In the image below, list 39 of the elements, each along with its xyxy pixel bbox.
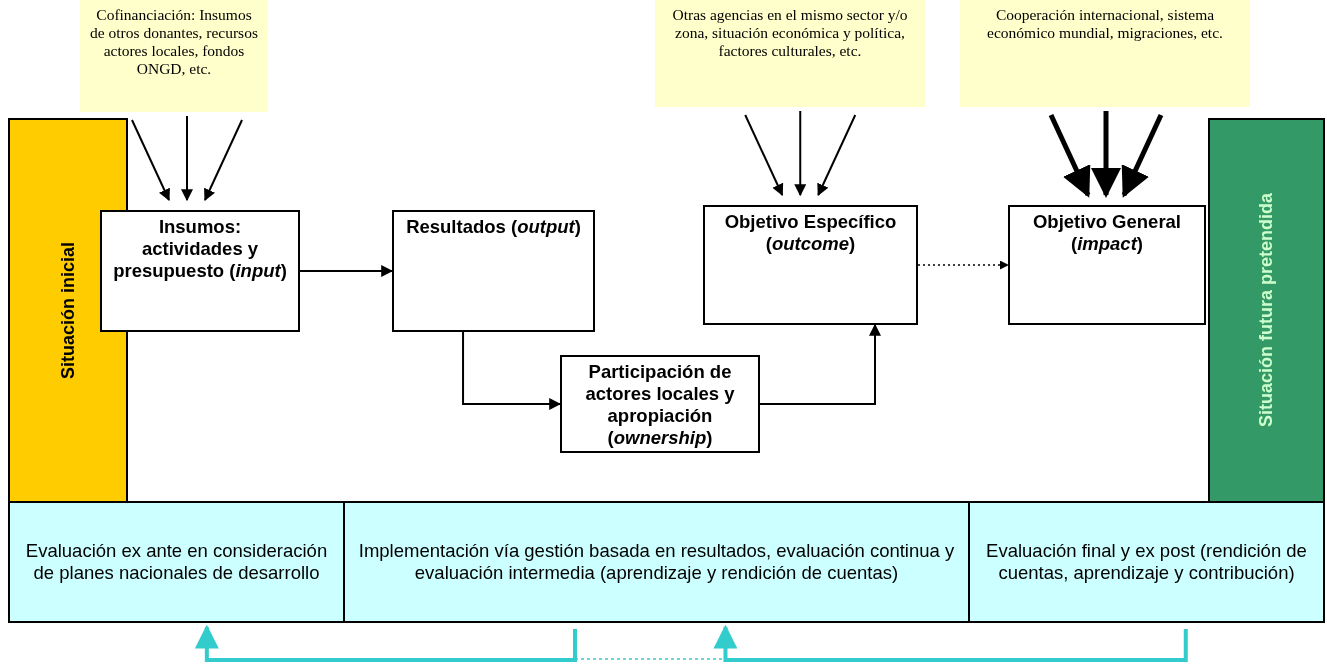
process-box: [392, 210, 595, 332]
arrow: [759, 323, 881, 405]
arrow: [462, 331, 562, 410]
phase-text: Evaluación ex ante en consideración de planes nacionales de desarrollo: [24, 540, 329, 584]
band-label: Situación inicial: [57, 242, 79, 379]
arrow: [181, 115, 193, 202]
box-label: Objetivo Específico (outcome): [723, 211, 898, 255]
phase-text: Evaluación final y ex post (rendición de cuentas, aprendizaje y contribución): [985, 540, 1308, 584]
note-box: [655, 0, 925, 107]
box-label: Objetivo General (impact): [1031, 211, 1182, 255]
arrow: [794, 110, 807, 197]
phase-text: Implementación vía gestión basada en resultados, evaluación continua y evaluación intermedia (aprendizaje y rendición de cuentas): [357, 540, 956, 584]
note-box: [80, 0, 268, 112]
arrow: [817, 114, 857, 197]
phase-panel: [8, 501, 345, 623]
arrow: [1121, 113, 1164, 198]
note-box: [960, 0, 1250, 107]
band-label: Situación futura pretendida: [1256, 193, 1277, 428]
arrow: [204, 119, 243, 202]
arrow: [713, 624, 1188, 662]
arrow: [299, 265, 394, 277]
process-box: [100, 210, 300, 332]
phase-panel: [968, 501, 1325, 623]
arrow: [131, 119, 170, 202]
process-box: [703, 205, 918, 325]
process-box: [1008, 205, 1206, 325]
note-text: Cofinanciación: Insumos de otros donantes, recursos actores locales, fondos ONGD, etc.: [89, 6, 259, 78]
arrow: [1048, 113, 1091, 198]
phase-panel: [343, 501, 970, 623]
arrow: [194, 624, 577, 662]
arrow: [1091, 111, 1121, 198]
note-text: Cooperación internacional, sistema económico mundial, migraciones, etc.: [986, 6, 1224, 42]
process-box: [560, 355, 760, 453]
box-label: Insumos: actividades y presupuesto (input): [112, 216, 288, 282]
note-text: Otras agencias en el mismo sector y/o zona, situación económica y política, factores culturales, etc.: [671, 6, 909, 60]
arrow: [744, 114, 784, 197]
box-label: Resultados (output): [406, 216, 581, 238]
side-band: [1208, 118, 1325, 503]
box-label: Participación de actores locales y apropiación (ownership): [584, 361, 736, 449]
